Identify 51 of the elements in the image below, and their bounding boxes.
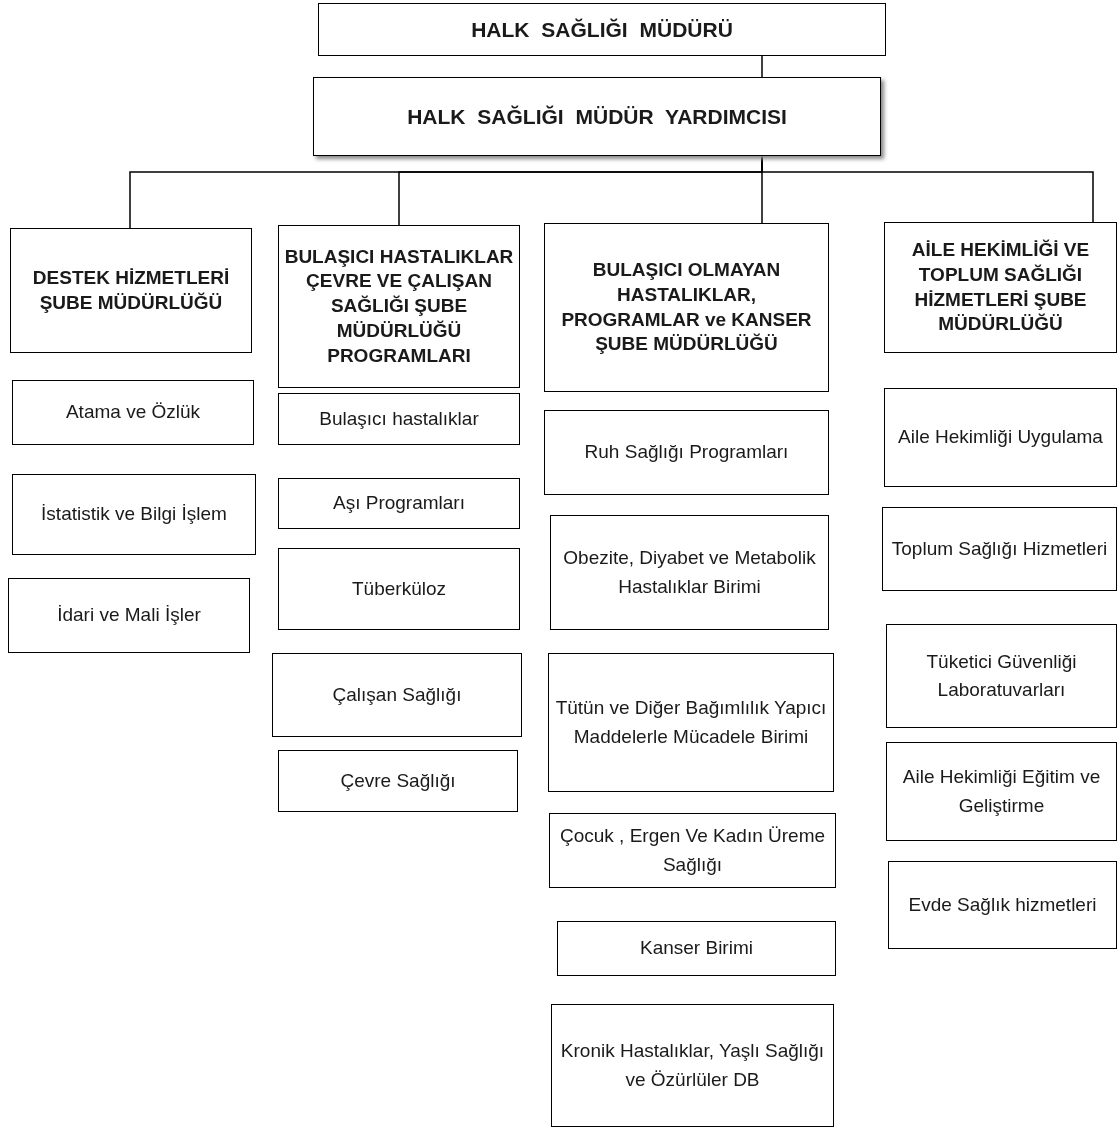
unit-name: Aşı Programları <box>333 492 465 514</box>
title-box <box>313 77 881 156</box>
unit-name: Çevre Sağlığı <box>340 769 456 791</box>
unit-box <box>272 653 522 737</box>
unit-name: Atama ve Özlük <box>65 401 201 423</box>
unit-box <box>884 388 1117 487</box>
unit-name: Çalışan Sağlığı <box>332 683 462 705</box>
unit-box <box>549 813 836 888</box>
unit-box <box>886 742 1117 841</box>
unit-name: Aile Hekimliği Uygulama <box>898 426 1103 448</box>
department-name: BULAŞICI OLMAYAN HASTALIKLAR, PROGRAMLAR ve KANSER ŞUBE MÜDÜRLÜĞÜ <box>561 259 812 355</box>
unit-box <box>278 393 520 445</box>
department-box <box>278 225 520 388</box>
unit-box <box>557 921 836 976</box>
unit-name: Evde Sağlık hizmetleri <box>908 893 1097 915</box>
unit-name: İdari ve Mali İşler <box>57 604 201 626</box>
unit-name: Aile Hekimliği Eğitim ve Geliştirme <box>902 766 1101 816</box>
department-name: BULAŞICI HASTALIKLAR ÇEVRE VE ÇALIŞAN SAĞLIĞI ŞUBE MÜDÜRLÜĞÜ PROGRAMLARI <box>284 245 514 366</box>
department-name: DESTEK HİZMETLERİ ŞUBE MÜDÜRLÜĞÜ <box>32 266 230 313</box>
unit-box <box>278 750 518 812</box>
unit-name: Tütün ve Diğer Bağımlılık Yapıcı Maddelerle Mücadele Birimi <box>555 697 827 747</box>
unit-box <box>548 653 834 792</box>
unit-box <box>12 380 254 445</box>
unit-box <box>882 507 1117 591</box>
department-box <box>884 222 1117 353</box>
title-text: HALK SAĞLIĞI MÜDÜR YARDIMCISI <box>407 104 787 128</box>
department-box <box>544 223 829 392</box>
unit-name: Tüketici Güvenliği Laboratuvarları <box>926 650 1077 700</box>
unit-box <box>551 1004 834 1127</box>
connector-line <box>761 55 763 78</box>
unit-name: Tüberküloz <box>352 577 446 599</box>
unit-box <box>888 861 1117 949</box>
unit-box <box>550 515 829 630</box>
unit-box <box>12 474 256 555</box>
unit-name: İstatistik ve Bilgi İşlem <box>41 503 227 525</box>
unit-name: Çocuk , Ergen Ve Kadın Üreme Sağlığı <box>559 825 826 875</box>
unit-name: Ruh Sağlığı Programları <box>584 441 789 463</box>
title-box <box>318 3 886 56</box>
unit-box <box>278 478 520 529</box>
department-name: AİLE HEKİMLİĞİ VE TOPLUM SAĞLIĞI HİZMETLERİ ŞUBE MÜDÜRLÜĞÜ <box>911 239 1090 335</box>
unit-box <box>886 624 1117 728</box>
title-text: HALK SAĞLIĞI MÜDÜRÜ <box>471 17 733 41</box>
unit-box <box>278 548 520 630</box>
unit-name: Toplum Sağlığı Hizmetleri <box>891 537 1108 559</box>
unit-name: Obezite, Diyabet ve Metabolik Hastalıklar Birimi <box>563 547 816 597</box>
unit-name: Bulaşıcı hastalıklar <box>319 407 479 429</box>
unit-name: Kronik Hastalıklar, Yaşlı Sağlığı ve Özürlüler DB <box>560 1040 825 1090</box>
unit-name: Kanser Birimi <box>640 937 753 959</box>
unit-box <box>8 578 250 653</box>
department-box <box>10 228 252 353</box>
unit-box <box>544 410 829 495</box>
